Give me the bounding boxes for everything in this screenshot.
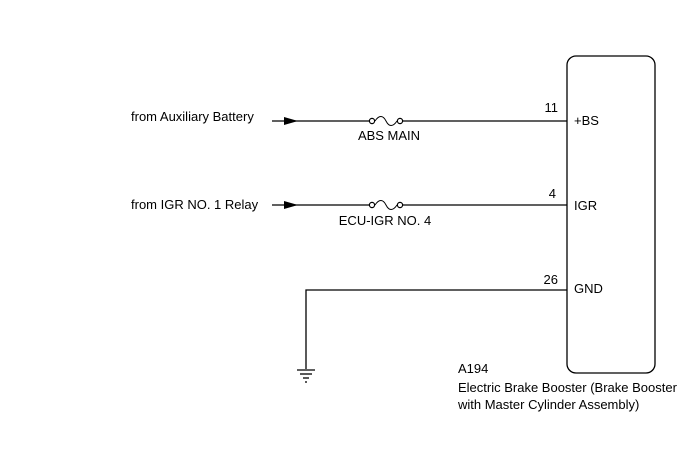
arrow-bs-icon [284, 117, 298, 125]
connector-id: A194 [458, 361, 488, 376]
fuse-ecu-igr-icon [368, 200, 404, 210]
source-igr-relay-label: from IGR NO. 1 Relay [131, 197, 259, 212]
ecu-box [566, 55, 656, 374]
fuse-abs-main-icon [368, 116, 404, 126]
pin-label-gnd: GND [574, 281, 603, 296]
wire-gnd [305, 289, 567, 369]
pin-label-bs: +BS [574, 113, 599, 128]
source-aux-battery-label: from Auxiliary Battery [131, 109, 254, 124]
pin-label-igr: IGR [574, 198, 597, 213]
connector-name-line1: Electric Brake Booster (Brake Booster [458, 380, 678, 395]
pin-number-gnd: 26 [544, 272, 558, 287]
pin-number-bs: 11 [545, 100, 559, 115]
pin-number-igr: 4 [549, 186, 556, 201]
fuse-ecu-igr-label: ECU-IGR NO. 4 [339, 213, 431, 228]
fuse-abs-main-label: ABS MAIN [358, 128, 420, 143]
arrow-igr-icon [284, 201, 298, 209]
connector-name-line2: with Master Cylinder Assembly) [457, 397, 639, 412]
ground-icon [297, 369, 315, 383]
